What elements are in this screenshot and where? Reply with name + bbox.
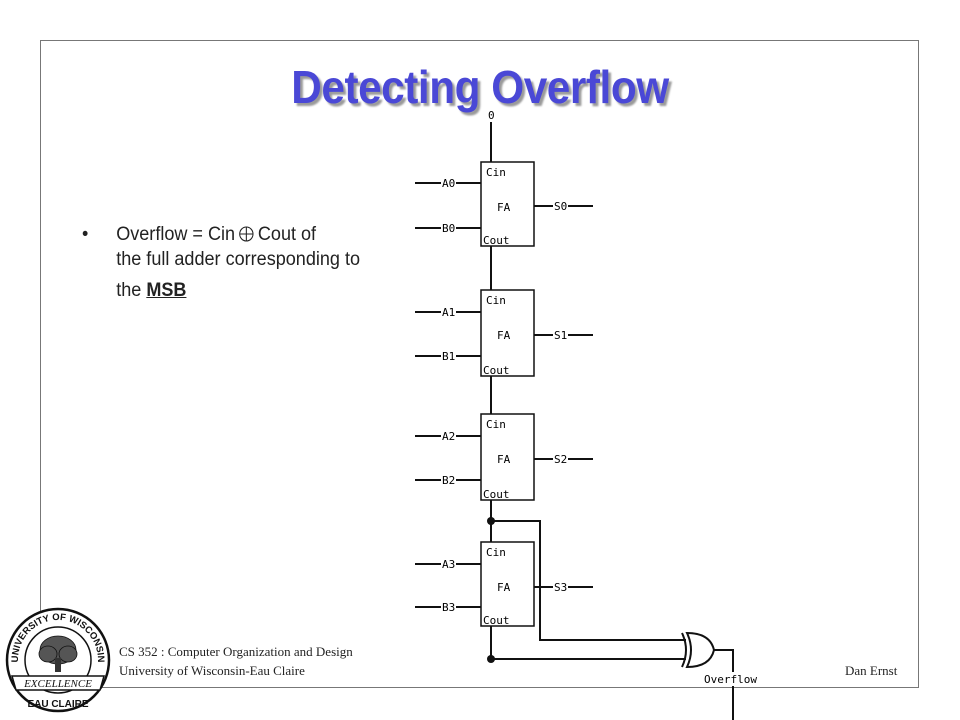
fa1-name-label: FA [497,329,511,342]
carry-in-label: 0 [488,109,495,122]
footer-author: Dan Ernst [845,663,898,678]
full-adder-3: Cin FA Cout A3 B3 S3 [415,541,593,627]
fa2-b-label: B2 [442,474,455,487]
msb-cin-to-xor-wire [491,520,686,641]
bullet-marker: • [82,224,89,245]
xor-gate-icon [681,631,716,669]
fa0-cout-label: Cout [483,234,510,247]
fa1-s-label: S1 [554,329,567,342]
fa3-name-label: FA [497,581,511,594]
fa0-b-label: B0 [442,222,455,235]
full-adder-2: Cin FA Cout A2 B2 S2 [415,413,593,501]
msb-emphasis: MSB [146,280,187,301]
overflow-output-label: Overflow [704,673,757,686]
fa3-a-label: A3 [442,558,455,571]
bullet-line-1-after: Cout of [257,224,317,245]
fa2-s-label: S2 [554,453,567,466]
bullet-line-1: Overflow = Cin Cout of [116,224,316,245]
fa2-cin-label: Cin [486,418,506,431]
fa0-s-label: S0 [554,200,567,213]
xor-output-wire [712,649,734,720]
fa1-cin-label: Cin [486,294,506,307]
fa0-name-label: FA [497,201,511,214]
bullet-item: • Overflow = Cin Cout of the full adder c… [82,222,386,303]
fa3-s-label: S3 [554,581,567,594]
junction-dot-cout [487,655,495,663]
fa3-cin-label: Cin [486,546,506,559]
seal-bottom-text: EAU CLAIRE [27,699,88,710]
full-adder-1: Cin FA Cout A1 B1 S1 [415,289,593,377]
bullet-line-3-before: the [116,280,142,301]
fa2-name-label: FA [497,453,511,466]
bullet-line-2: the full adder corresponding to [116,249,361,270]
bullet-line-3: the MSB [116,278,386,303]
slide-title: Detecting Overflow [291,61,669,113]
fa2-cout-label: Cout [483,488,510,501]
junction-dot-cin [487,517,495,525]
footer-school: University of Wisconsin-Eau Claire [119,663,305,678]
fa0-cin-label: Cin [486,166,506,179]
fa1-a-label: A1 [442,306,455,319]
fa3-cout-label: Cout [483,614,510,627]
fa0-a-label: A0 [442,177,455,190]
footer-course: CS 352 : Computer Organization and Desig… [119,644,353,659]
fa3-b-label: B3 [442,601,455,614]
full-adder-0: Cin FA Cout A0 B0 S0 [415,161,593,247]
fa1-cout-label: Cout [483,364,510,377]
fa2-a-label: A2 [442,430,455,443]
fa1-b-label: B1 [442,350,455,363]
university-seal-logo: UNIVERSITY OF WISCONSIN EXCELLENCE EAU C… [5,607,111,713]
bullet-line-1-before: Overflow = Cin [116,224,236,245]
xor-symbol-icon [239,226,254,242]
msb-cout-to-xor-wire [490,626,686,660]
seal-banner-text: EXCELLENCE [23,678,92,690]
slide-frame [40,40,919,688]
